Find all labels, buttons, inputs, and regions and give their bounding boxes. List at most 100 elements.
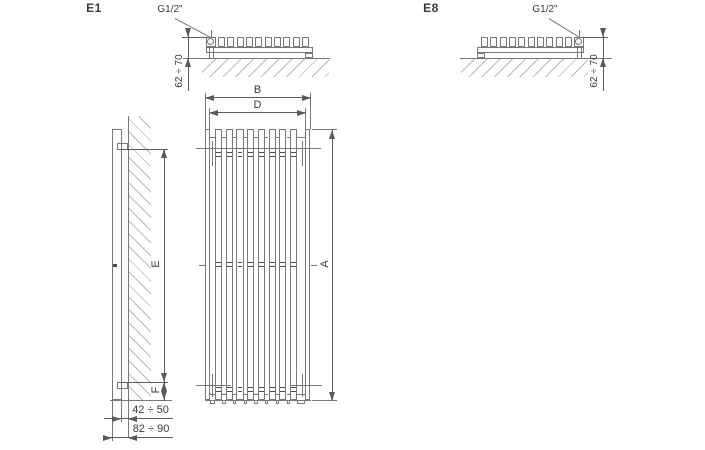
line	[208, 46, 210, 58]
line	[581, 46, 582, 58]
line	[128, 116, 129, 437]
line	[582, 36, 608, 38]
line	[205, 399, 311, 401]
rect	[205, 36, 216, 47]
dimension-arrow	[161, 149, 167, 158]
line	[254, 393, 258, 395]
dim-label-height-A: A	[319, 260, 331, 268]
rect	[302, 36, 310, 47]
dimension-arrow	[329, 391, 335, 401]
connection-label-e8: G1/2"	[532, 4, 558, 15]
line	[120, 400, 122, 422]
rect	[283, 36, 291, 47]
line	[233, 136, 237, 138]
line	[121, 148, 168, 150]
rect	[305, 53, 313, 58]
line	[209, 112, 306, 113]
line	[213, 46, 214, 58]
line	[311, 399, 337, 401]
rect	[536, 36, 544, 47]
wall-hatch	[128, 116, 151, 400]
line	[196, 384, 231, 386]
dim-label-width-B: B	[253, 84, 262, 96]
line	[309, 93, 311, 129]
tube-rung	[216, 387, 222, 392]
rect	[227, 36, 235, 47]
rect	[490, 36, 498, 47]
line	[286, 136, 290, 138]
dimension-arrow	[185, 28, 191, 37]
line	[208, 108, 210, 129]
tube-rung	[291, 262, 296, 267]
wall-distance-dim-e8: 62 ÷ 70	[589, 54, 600, 88]
line	[211, 140, 213, 166]
tube-rung	[269, 152, 275, 157]
connection-circle	[575, 37, 583, 46]
dim-label-width-D: D	[253, 99, 262, 111]
rect	[255, 36, 263, 47]
line	[198, 264, 205, 266]
rect	[112, 129, 122, 400]
line	[331, 129, 333, 401]
dimension-arrow	[128, 434, 137, 441]
line	[182, 36, 208, 38]
line	[121, 381, 168, 383]
line	[576, 46, 578, 58]
tube-rung	[237, 152, 243, 157]
view-label-e1: E1	[86, 1, 102, 15]
tube-rung	[226, 152, 232, 157]
line	[286, 393, 290, 395]
rect	[112, 263, 117, 267]
tube-rung	[216, 152, 222, 157]
line	[301, 140, 303, 166]
line	[205, 97, 311, 98]
rect	[264, 36, 272, 47]
line	[265, 136, 269, 138]
line	[110, 400, 172, 401]
tube-rung	[259, 152, 264, 157]
dimension-arrow	[112, 415, 121, 422]
line	[460, 58, 612, 59]
line	[163, 148, 165, 401]
dimension-arrow	[128, 415, 137, 422]
dimension-arrow	[329, 129, 335, 139]
line	[301, 373, 303, 397]
dimension-arrow	[205, 94, 214, 101]
line	[222, 393, 226, 395]
dim-label-bracket-F: F	[150, 386, 162, 394]
line	[104, 418, 173, 419]
rect	[546, 36, 554, 47]
tube-rung	[226, 262, 232, 267]
line	[205, 93, 206, 129]
line	[243, 136, 248, 138]
wall-distance-dim-e1: 62 ÷ 70	[174, 54, 185, 88]
rect	[236, 36, 244, 47]
tube-rung	[259, 262, 264, 267]
dimension-arrow	[161, 391, 167, 400]
dimension-arrow	[296, 109, 306, 116]
dimension-arrow	[600, 58, 606, 67]
dimension-arrow	[103, 434, 112, 441]
line	[297, 393, 306, 395]
rect	[292, 36, 300, 47]
line	[311, 129, 337, 130]
line	[196, 148, 321, 149]
rect	[274, 36, 282, 47]
tube-rung	[269, 387, 275, 392]
rect	[518, 36, 526, 47]
tube-rung	[216, 262, 222, 267]
line	[222, 136, 226, 138]
line	[275, 393, 280, 395]
line	[243, 393, 248, 395]
dim-label-wall-to-tube: 42 ÷ 50	[132, 404, 169, 416]
line	[183, 58, 330, 59]
rect	[555, 36, 563, 47]
line	[209, 136, 215, 138]
dimension-arrow	[185, 58, 191, 67]
tube-rung	[291, 152, 296, 157]
rect	[246, 36, 254, 47]
rect	[573, 36, 584, 47]
